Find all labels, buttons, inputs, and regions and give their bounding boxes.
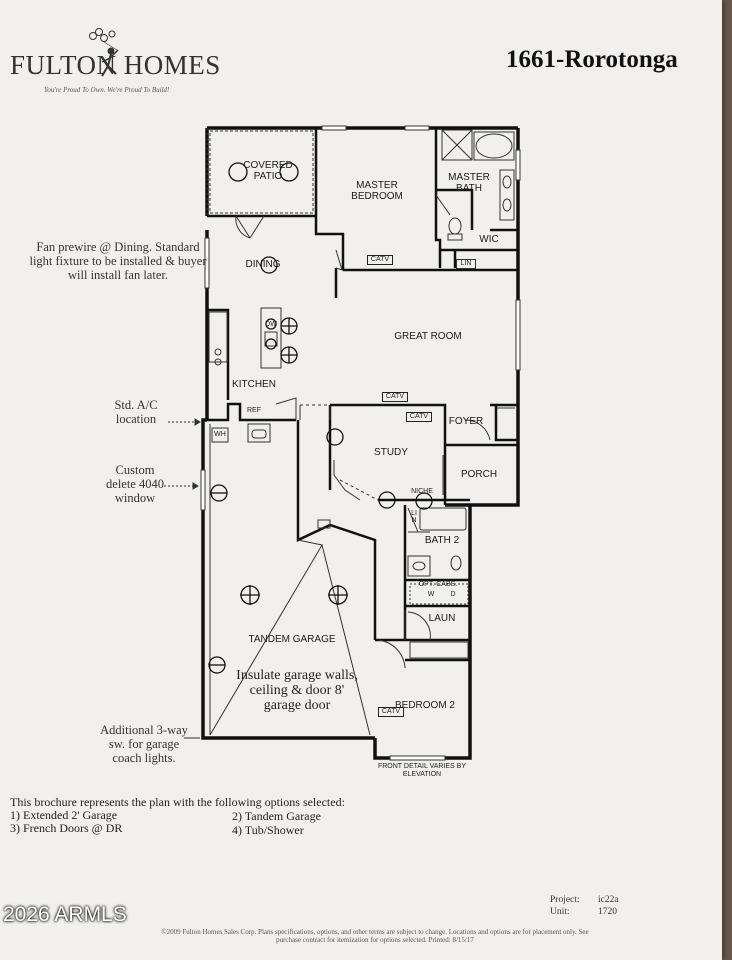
- niche: NICHE: [411, 488, 433, 495]
- logo-tagline: You're Proud To Own. We're Proud To Buil…: [44, 86, 170, 94]
- option-4: 4) Tub/Shower: [232, 823, 304, 837]
- room-kitchen: KITCHEN: [232, 379, 276, 390]
- fine-print: ©2009 Fulton Homes Sales Corp. Plans spe…: [161, 928, 589, 944]
- optional-cabinets: OPT. CABS.: [418, 581, 458, 588]
- room-bedroom-2: BEDROOM 2: [394, 700, 455, 711]
- dishwasher: DW: [265, 321, 277, 328]
- window-delete-note: Custom delete 4040 window: [106, 463, 164, 505]
- room-porch: PORCH: [460, 469, 498, 480]
- room-master-bedroom: MASTER BEDROOM: [351, 180, 403, 202]
- room-laundry: LAUN: [428, 613, 456, 624]
- room-great-room: GREAT ROOM: [394, 331, 462, 342]
- logo-runner-icon: [89, 28, 119, 77]
- garage-insulation-note: Insulate garage walls, ceiling & door 8'…: [236, 668, 358, 713]
- options-intro: This brochure represents the plan with t…: [10, 795, 345, 809]
- project-label: Project:: [550, 895, 580, 905]
- note-arrows: [164, 418, 201, 739]
- fan-prewire-note: Fan prewire @ Dining. Standard light fix…: [29, 240, 207, 282]
- coach-lights-note: Additional 3-way sw. for garage coach li…: [100, 723, 188, 765]
- dryer: D: [450, 591, 456, 598]
- room-dining: DINING: [245, 259, 281, 270]
- catv-outlet-bedroom-2: CATV: [378, 707, 404, 717]
- logo-brand: FULTON HOMES: [10, 50, 221, 80]
- ceiling-fixtures: [208, 162, 433, 674]
- unit-label: Unit:: [550, 907, 570, 917]
- unit-value: 1720: [598, 907, 617, 917]
- catv-outlet-master: CATV: [367, 255, 393, 265]
- ac-location-note: Std. A/C location: [114, 398, 158, 426]
- room-master-bath: MASTER BATH: [448, 172, 490, 194]
- room-wic: WIC: [479, 234, 499, 245]
- plan-title: 1661-Rorotonga: [506, 46, 678, 73]
- catv-outlet-great-room: CATV: [382, 392, 408, 402]
- room-bath-2: BATH 2: [424, 535, 460, 546]
- plan-details: [200, 125, 521, 761]
- room-study: STUDY: [374, 447, 408, 458]
- option-1: 1) Extended 2' Garage: [10, 808, 118, 822]
- project-value: ic22a: [598, 895, 619, 905]
- front-detail-note: FRONT DETAIL VARIES BY ELEVATION: [377, 763, 467, 778]
- watermark: 2026 ARMLS: [3, 903, 127, 926]
- room-covered-patio: COVERED PATIO: [243, 160, 293, 182]
- catv-outlet-study: CATV: [406, 412, 432, 422]
- option-3: 3) French Doors @ DR: [10, 821, 123, 835]
- dining-fan-icon: [260, 256, 278, 274]
- linen-closet-1: LIN: [456, 259, 476, 269]
- linen-closet-2: LIN: [411, 510, 417, 524]
- washer: W: [427, 591, 435, 598]
- water-heater: WH: [214, 431, 226, 438]
- refrigerator: REF: [247, 407, 261, 414]
- option-2: 2) Tandem Garage: [232, 809, 321, 823]
- interior-walls: [205, 128, 520, 662]
- room-tandem-garage: TANDEM GARAGE: [248, 634, 336, 645]
- room-foyer: FOYER: [448, 416, 484, 427]
